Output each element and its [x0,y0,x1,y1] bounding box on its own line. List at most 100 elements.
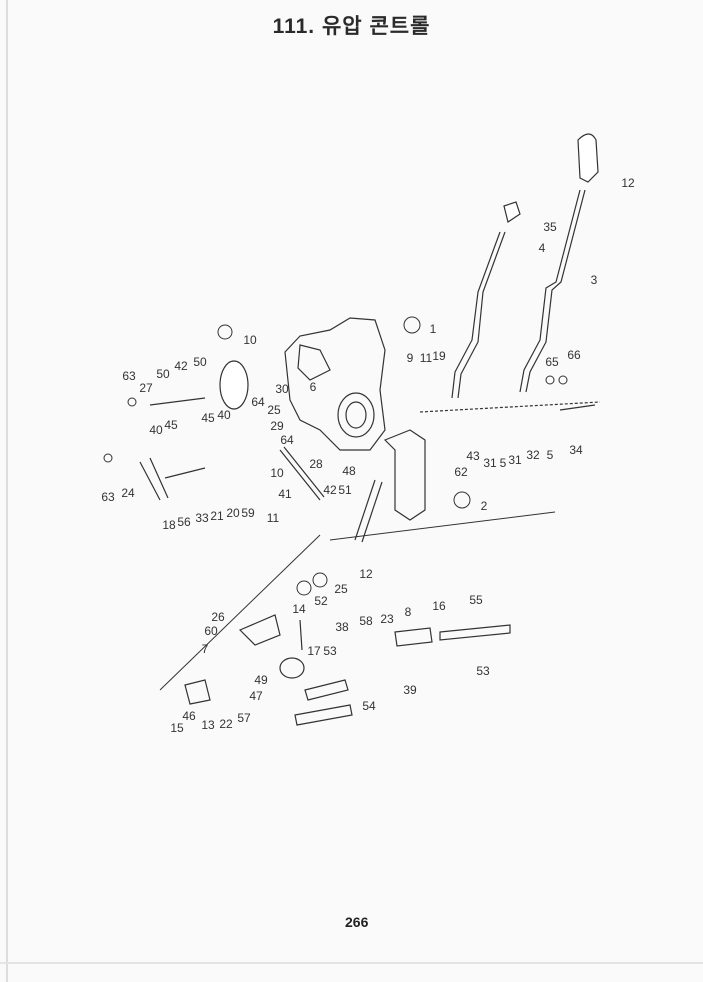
part-callout: 40 [149,423,163,437]
part-callout: 28 [309,457,323,471]
part-callout: 62 [454,465,468,479]
part-callout: 64 [280,433,294,447]
part-callout: 31 [483,456,497,470]
collar-16 [394,627,433,647]
part-callout: 25 [334,582,348,596]
shaft-34 [419,401,601,413]
part-callout: 50 [193,355,207,369]
part-callout: 7 [201,642,209,656]
part-callout: 63 [101,490,115,504]
part-callout: 49 [254,673,268,687]
page-bottom-edge [0,962,703,964]
part-callout: 17 [307,644,321,658]
rod-28 [279,446,325,501]
part-callout: 55 [469,593,483,607]
part-callout: 23 [380,612,394,626]
link-2 [354,479,383,543]
pin-52 [299,619,303,651]
part-callout: 29 [270,419,284,433]
part-callout: 38 [335,620,349,634]
part-callout: 50 [156,367,170,381]
part-callout: 13 [201,718,215,732]
page-edge [6,0,8,982]
part-callout: 32 [526,448,540,462]
part-callout: 6 [309,380,317,394]
elbow-15 [184,679,211,705]
part-callout: 57 [237,711,251,725]
part-callout: 27 [139,381,153,395]
part-callout: 45 [164,418,178,432]
part-callout: 15 [170,721,184,735]
part-callout: 56 [177,515,191,529]
part-callout: 45 [201,411,215,425]
part-callout: 31 [508,453,522,467]
part-callout: 53 [476,664,490,678]
part-callout: 26 [211,610,225,624]
part-callout: 25 [267,403,281,417]
part-callout: 14 [292,602,306,616]
part-callout: 19 [432,349,446,363]
pedal-22 [294,704,353,726]
part-callout: 10 [270,466,284,480]
part-callout: 20 [226,506,240,520]
part-callout: 5 [546,448,554,462]
plate-10 [219,360,249,410]
part-callout: 40 [217,408,231,422]
part-callout: 34 [569,443,583,457]
part-callout: 41 [278,487,292,501]
part-callout: 47 [249,689,263,703]
lever-3 [519,133,599,393]
part-callout: 18 [162,518,176,532]
part-callout: 48 [342,464,356,478]
part-callout: 33 [195,511,209,525]
part-callout: 51 [338,483,352,497]
arm-8 [238,614,281,646]
part-callout: 4 [538,241,546,255]
bolt-34 [559,404,596,411]
page-number: 266 [345,914,369,930]
part-callout: 66 [567,348,581,362]
part-callout: 12 [359,567,373,581]
part-callout: 58 [359,614,373,628]
part-callout: 30 [275,382,289,396]
part-callout: 46 [182,709,196,723]
part-callout: 35 [543,220,557,234]
part-callout: 1 [429,322,437,336]
part-callout: 21 [210,509,224,523]
part-callout: 2 [480,499,488,513]
part-callout: 42 [174,359,188,373]
lever-18 [139,457,169,501]
part-callout: 53 [323,644,337,658]
part-callout: 5 [499,456,507,470]
part-callout: 60 [204,624,218,638]
part-callout: 39 [403,683,417,697]
part-callout: 3 [590,273,598,287]
valve-housing [284,317,386,451]
part-callout: 11 [419,351,433,365]
lever-4 [451,201,521,399]
pedal-17 [304,679,349,701]
shaft-14 [439,624,511,641]
bracket [383,429,426,521]
part-callout: 65 [545,355,559,369]
part-callout: 11 [266,511,280,525]
part-callout: 16 [432,599,446,613]
part-callout: 12 [621,176,635,190]
part-callout: 54 [362,699,376,713]
assembly-guide-line [159,511,556,691]
part-callout: 10 [243,333,257,347]
part-callout: 63 [122,369,136,383]
shaft-18 [164,467,206,479]
page-title: 111. 유압 콘트롤 [272,15,431,38]
part-callout: 59 [241,506,255,520]
part-callout: 24 [121,486,135,500]
shaft-27 [149,397,206,406]
part-callout: 64 [251,395,265,409]
yoke-7 [279,657,305,679]
part-callout: 9 [406,351,414,365]
part-callout: 42 [323,483,337,497]
part-callout: 52 [314,594,328,608]
part-callout: 43 [466,449,480,463]
parts-circles [103,316,568,596]
